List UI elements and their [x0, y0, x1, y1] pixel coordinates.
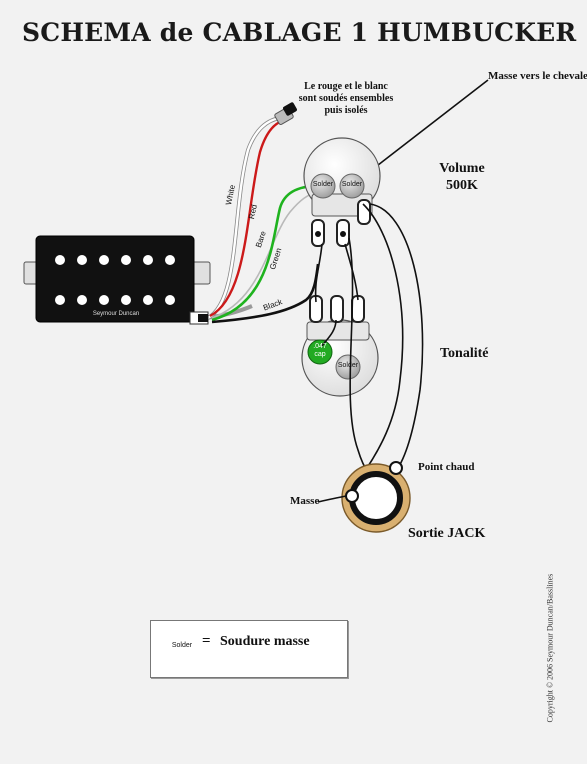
- ground-label: Masse: [290, 495, 320, 507]
- tone-pot: [301, 319, 379, 397]
- tone-solder-label: Solder: [337, 362, 359, 369]
- diagram-title: SCHEMA de CABLAGE 1 HUMBUCKER: [22, 18, 577, 47]
- pickup-pole-pieces: [55, 255, 175, 305]
- jack-output-label: Sortie JACK: [408, 526, 486, 541]
- hot-point-label: Point chaud: [418, 461, 475, 473]
- green-wire: [211, 184, 319, 322]
- black-wire: [211, 263, 320, 324]
- solder-note-line-2: sont soudés ensembles: [298, 93, 394, 104]
- volume-solder-label-2: Solder: [341, 181, 363, 188]
- cap-text: cap: [314, 351, 326, 358]
- legend-text: Soudure masse: [220, 634, 310, 649]
- ground-to-bridge-label: Masse vers le chevalet: [488, 70, 587, 82]
- volume-lugs: [311, 199, 371, 247]
- cap-label: .047 cap: [308, 343, 332, 359]
- output-jack: [317, 461, 411, 533]
- tone-label: Tonalité: [440, 346, 489, 361]
- pickup-brand-label: Seymour Duncan: [92, 311, 140, 317]
- solder-note-line-3: puis isolés: [324, 105, 368, 116]
- red-wire: [209, 119, 283, 318]
- bare-wire: [211, 191, 319, 319]
- white-wire: [206, 116, 281, 320]
- cap-value: .047: [313, 343, 327, 350]
- humbucker-pickup: [23, 235, 211, 325]
- legend-box: [150, 620, 348, 678]
- solder-note: Le rouge et le blanc sont soudés ensembl…: [288, 81, 404, 117]
- copyright: Copyright © 2006 Seymour Duncan/Bassline…: [545, 573, 555, 723]
- volume-solder-label-1: Solder: [312, 181, 334, 188]
- volume-label-value: 500K: [446, 178, 478, 193]
- volume-label-name: Volume: [439, 161, 485, 176]
- legend-solder-label: Solder: [171, 642, 193, 649]
- tone-lugs: [309, 295, 365, 323]
- legend-equals: =: [202, 633, 211, 649]
- solder-joint-cap: [274, 102, 297, 125]
- solder-note-line-1: Le rouge et le blanc: [304, 81, 388, 92]
- volume-label: Volume 500K: [434, 160, 490, 194]
